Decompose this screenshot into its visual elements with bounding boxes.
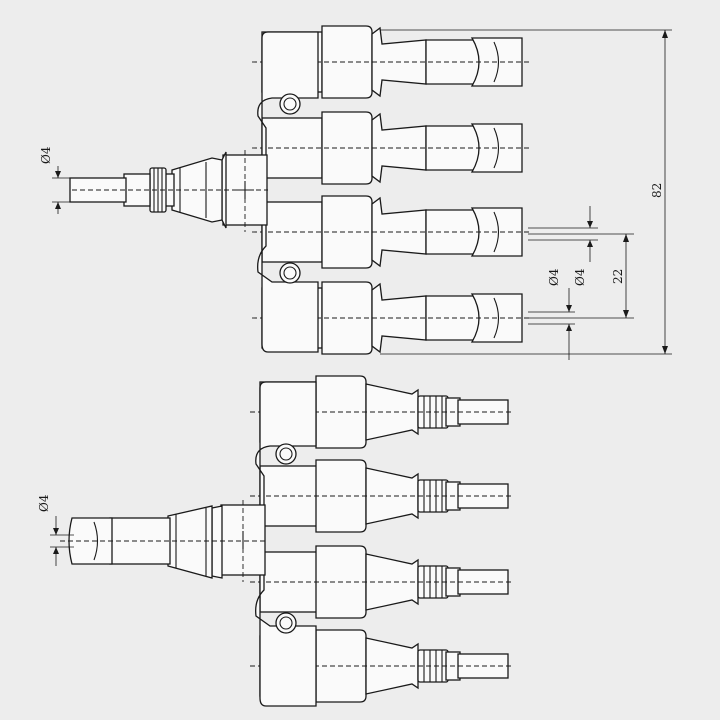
top-output-pitch-label: 22 xyxy=(611,269,625,284)
top-output-pitch-dimension: 22 xyxy=(528,233,634,319)
top-outlet-branch-1 xyxy=(252,25,530,99)
bottom-input-diameter-dimension: Ø4 xyxy=(37,494,74,566)
bottom-mounting-hole-1 xyxy=(275,443,297,465)
top-mounting-hole-1 xyxy=(279,93,301,115)
bottom-input-connector xyxy=(60,505,266,579)
top-output-diameter-label-b: Ø4 xyxy=(573,268,587,286)
top-output-diameter-dimension-b: Ø4 xyxy=(528,206,598,286)
top-overall-height-label: 82 xyxy=(650,183,664,198)
top-input-connector xyxy=(69,151,268,229)
top-outlet-branch-2 xyxy=(252,111,530,185)
top-outlet-branch-3 xyxy=(252,195,530,269)
top-input-diameter-label: Ø4 xyxy=(39,146,53,164)
top-output-diameter-label-a: Ø4 xyxy=(547,268,561,286)
bottom-outlet-branch-3 xyxy=(250,545,512,619)
top-overall-height-dimension: 82 xyxy=(380,29,672,355)
bottom-mounting-hole-2 xyxy=(275,612,297,634)
top-outlet-branches xyxy=(252,25,530,355)
top-input-diameter-dimension: Ø4 xyxy=(39,146,70,214)
top-mounting-hole-2 xyxy=(279,262,301,284)
bottom-outlet-branch-2 xyxy=(250,459,512,533)
top-branch-connector-view: Ø4 82 22 Ø4 xyxy=(39,25,672,360)
bottom-branch-connector-view: Ø4 xyxy=(37,375,512,707)
top-output-diameter-dimension-a: Ø4 xyxy=(528,268,575,360)
bottom-input-diameter-label: Ø4 xyxy=(37,494,51,512)
